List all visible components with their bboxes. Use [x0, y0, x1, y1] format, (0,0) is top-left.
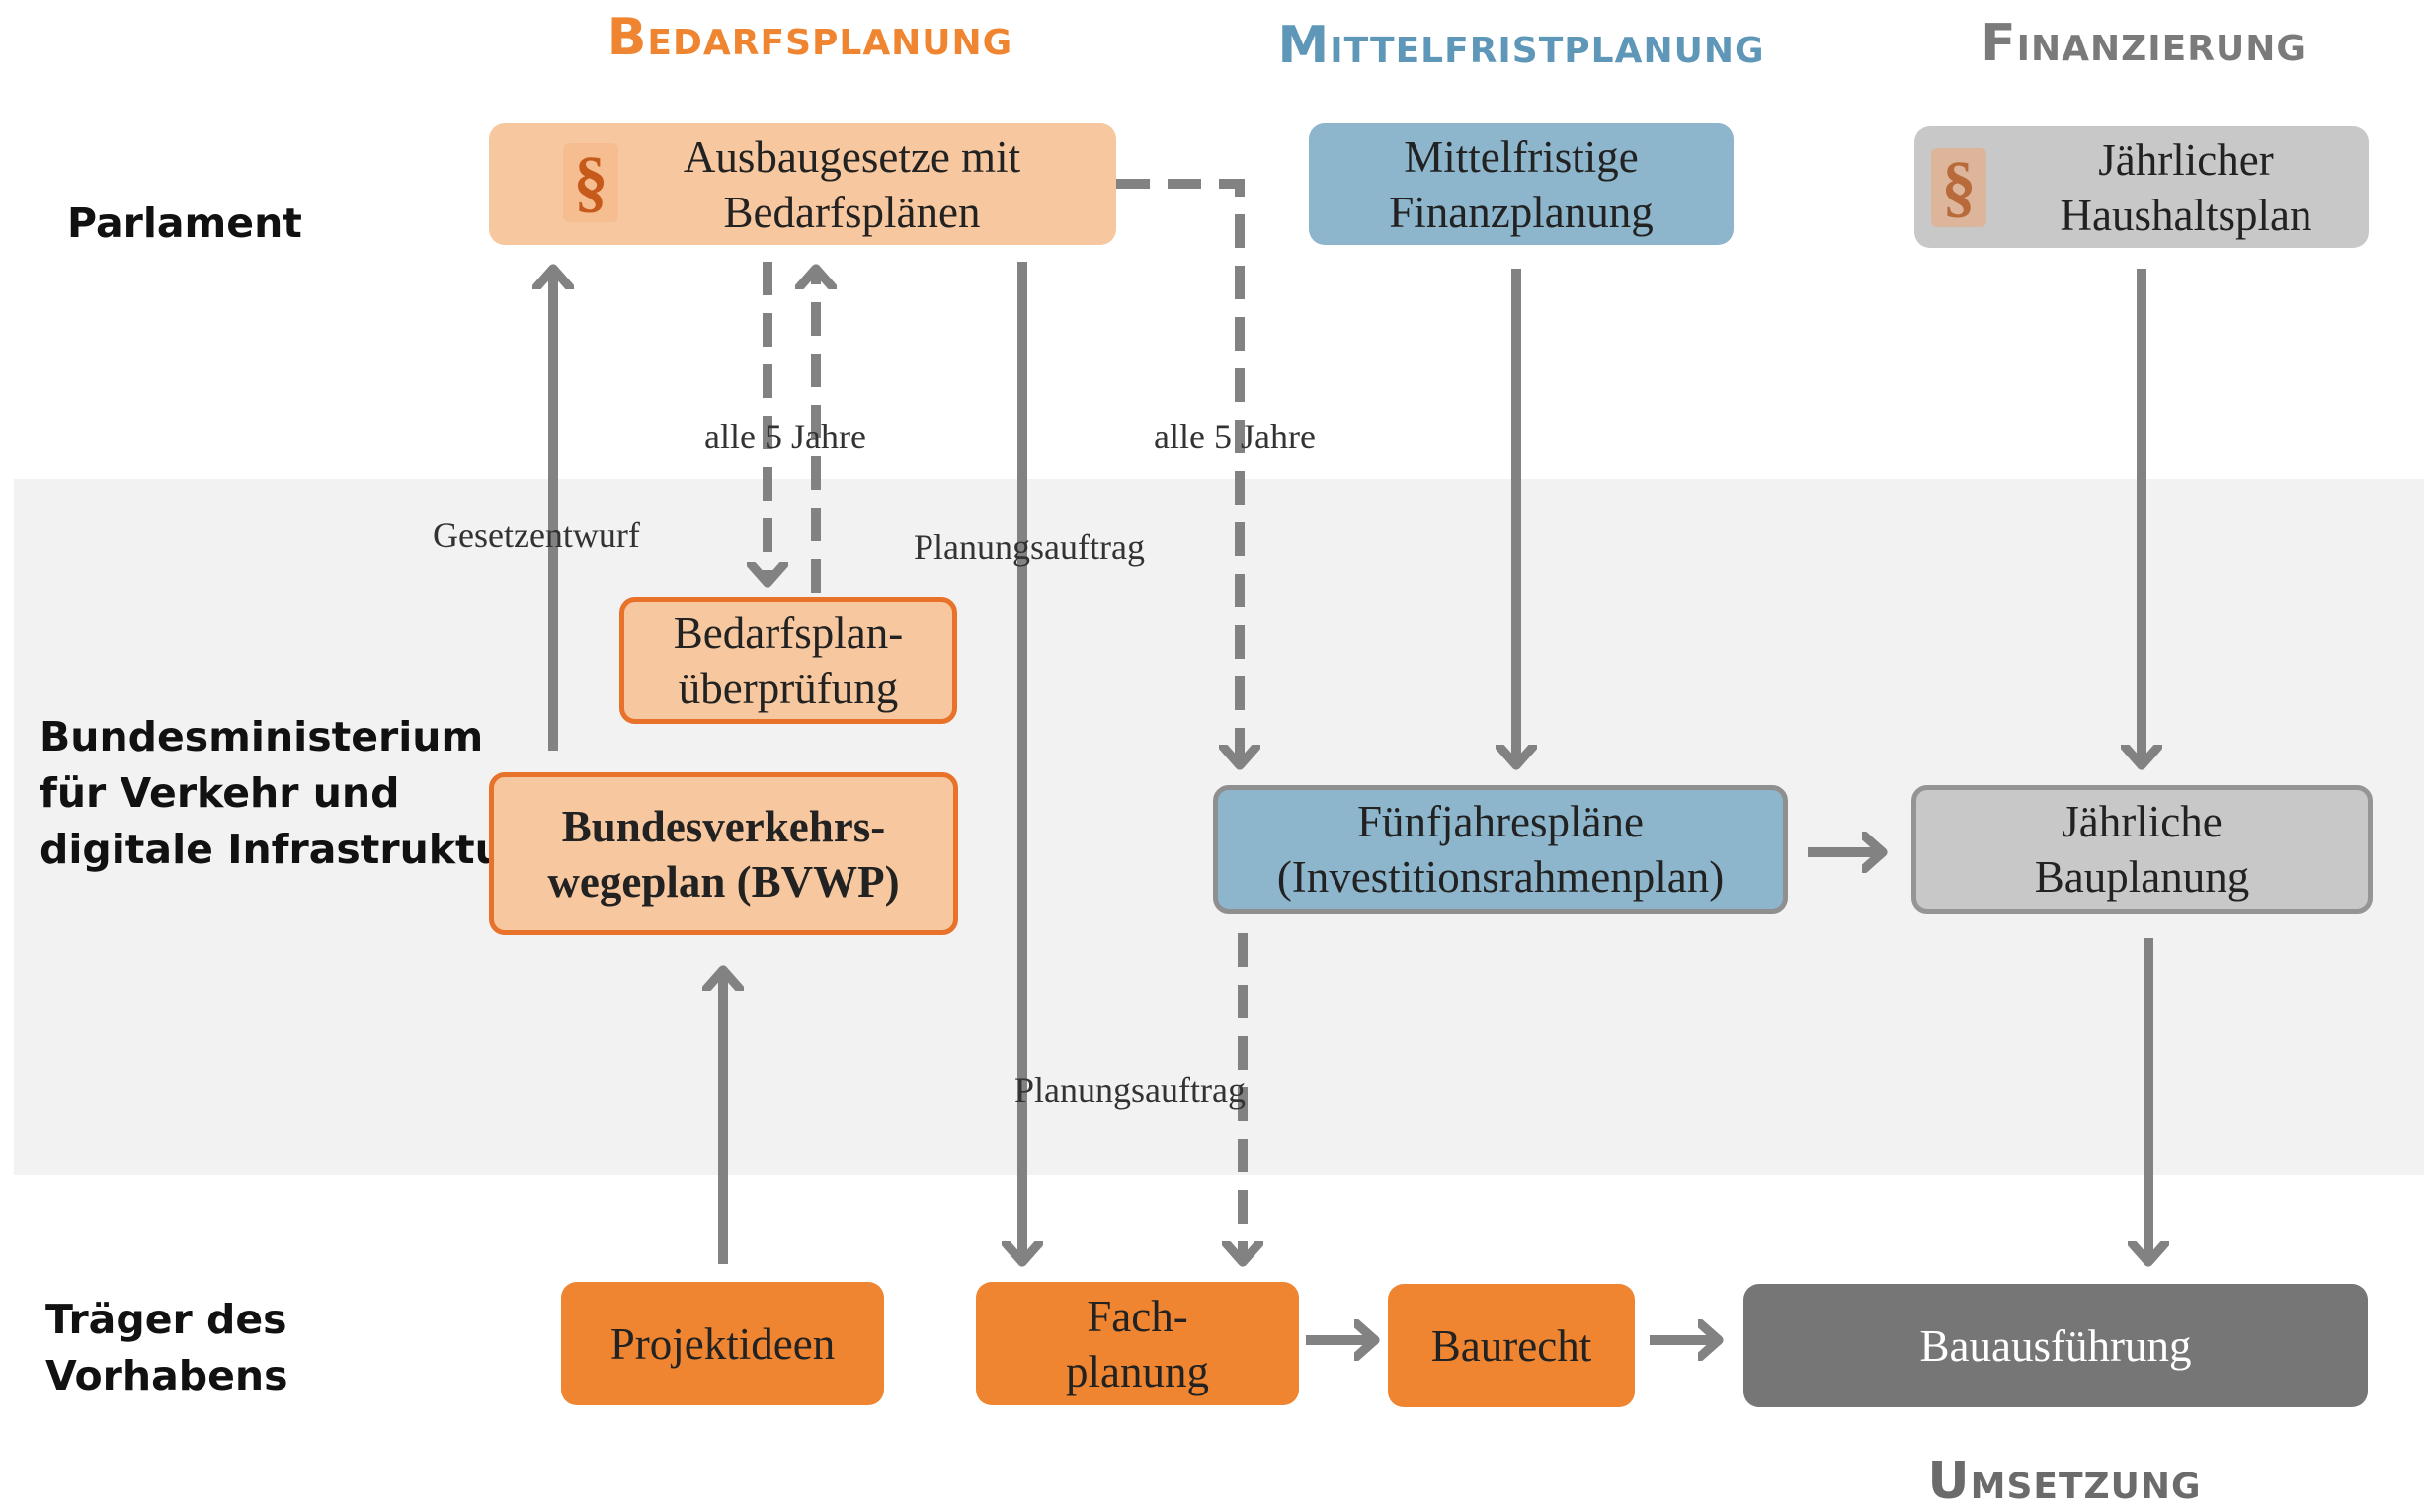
box-fuenfjahresplaene: Fünfjahrespläne (Investitionsrahmenplan)	[1213, 785, 1788, 914]
edge-label-planungsauftrag-bottom: Planungsauftrag	[1014, 1071, 1246, 1110]
paragraph-icon: §	[1931, 148, 1986, 227]
box-bvwp: Bundesverkehrs- wegeplan (BVWP)	[489, 772, 958, 935]
box-baurecht-label: Baurecht	[1430, 1320, 1592, 1371]
box-ueberpruefung-label: Bedarfsplan- überprüfung	[673, 608, 904, 713]
box-fachplanung-label: Fach- planung	[1066, 1291, 1209, 1396]
edge-label-planungsauftrag-top: Planungsauftrag	[914, 527, 1145, 567]
box-fachplanung: Fach- planung	[976, 1282, 1299, 1405]
column-heading-umsetzung: Umsetzung	[1927, 1452, 2202, 1511]
edge-label-alle5-left: alle 5 Jahre	[704, 417, 866, 456]
row-label-traeger: Träger des Vorhabens	[45, 1296, 288, 1399]
edge-label-alle5-right: alle 5 Jahre	[1154, 417, 1316, 456]
box-ausbaugesetze-label: Ausbaugesetze mit Bedarfsplänen	[683, 131, 1021, 237]
box-fuenfjahresplaene-label: Fünfjahrespläne (Investitionsrahmenplan)	[1276, 797, 1725, 902]
paragraph-icon: §	[563, 143, 618, 222]
box-mittelfristige-finanzplanung: Mittelfristige Finanzplanung	[1309, 123, 1734, 245]
box-bauausfuehrung-label: Bauausführung	[1919, 1320, 2192, 1371]
box-bauplanung-label: Jährliche Bauplanung	[2034, 797, 2250, 902]
column-heading-mittelfristplanung: Mittelfristplanung	[1277, 16, 1765, 75]
box-haushaltsplan: Jährlicher Haushaltsplan	[1914, 126, 2369, 248]
box-bedarfsplanueberpruefung: Bedarfsplan- überprüfung	[619, 597, 957, 724]
box-baurecht: Baurecht	[1388, 1284, 1635, 1407]
box-projektideen: Projektideen	[561, 1282, 884, 1405]
row-label-ministerium: Bundesministerium für Verkehr und digita…	[40, 713, 525, 873]
box-bauplanung: Jährliche Bauplanung	[1911, 785, 2373, 914]
box-projektideen-label: Projektideen	[609, 1318, 836, 1369]
box-bvwp-label: Bundesverkehrs- wegeplan (BVWP)	[547, 801, 900, 907]
row-label-parlament: Parlament	[67, 199, 302, 247]
box-mittelfristige-label: Mittelfristige Finanzplanung	[1389, 131, 1654, 237]
edge-alle5-right	[1116, 179, 1240, 765]
edge-label-gesetzentwurf: Gesetzentwurf	[433, 516, 640, 555]
column-heading-bedarfsplanung: Bedarfsplanung	[607, 8, 1013, 67]
box-bauausfuehrung: Bauausführung	[1743, 1284, 2368, 1407]
box-haushaltsplan-label: Jährlicher Haushaltsplan	[2060, 134, 2312, 240]
column-heading-finanzierung: Finanzierung	[1981, 14, 2306, 73]
